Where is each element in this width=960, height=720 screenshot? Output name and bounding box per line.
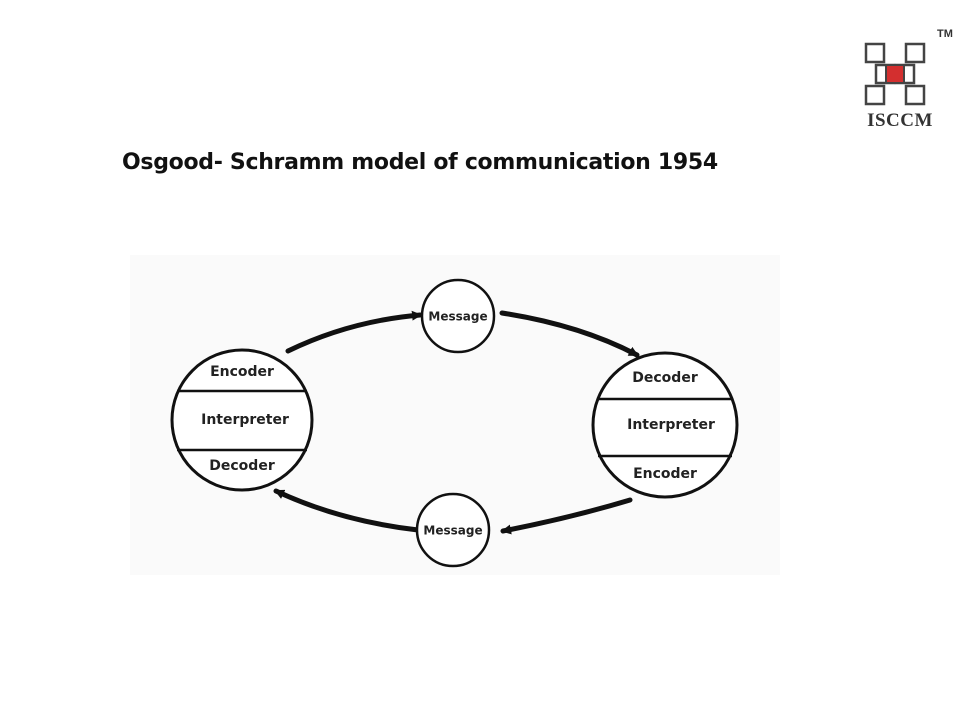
arrow-left-to-top-message — [285, 310, 423, 354]
left-node-encoder-label: Encoder — [210, 364, 274, 380]
communication-diagram: Encoder Interpreter Decoder Decoder Inte… — [130, 255, 780, 575]
arrow-top-message-to-right — [499, 310, 640, 358]
top-message-node: Message — [420, 278, 496, 354]
logo-text: ISCCM — [867, 110, 933, 131]
isccm-logo: TM ISCCM — [860, 28, 953, 138]
right-node: Decoder Interpreter Encoder — [591, 351, 739, 499]
arrow-bottom-message-to-left — [273, 488, 421, 533]
left-node-interpreter-label: Interpreter — [201, 412, 289, 428]
left-node: Encoder Interpreter Decoder — [170, 348, 314, 492]
trademark-mark: TM — [937, 28, 953, 40]
right-node-interpreter-label: Interpreter — [627, 417, 715, 433]
logo-grid-icon — [864, 42, 926, 106]
left-node-circle — [170, 348, 314, 492]
left-node-decoder-label: Decoder — [209, 458, 275, 474]
right-node-encoder-label: Encoder — [633, 466, 697, 482]
bottom-message-label: Message — [423, 524, 482, 538]
slide-title: Osgood- Schramm model of communication 1… — [122, 150, 718, 175]
right-node-circle — [591, 351, 739, 499]
arrow-right-to-bottom-message — [500, 497, 633, 535]
right-node-decoder-label: Decoder — [632, 370, 698, 386]
bottom-message-node: Message — [415, 492, 491, 568]
top-message-label: Message — [428, 310, 487, 324]
